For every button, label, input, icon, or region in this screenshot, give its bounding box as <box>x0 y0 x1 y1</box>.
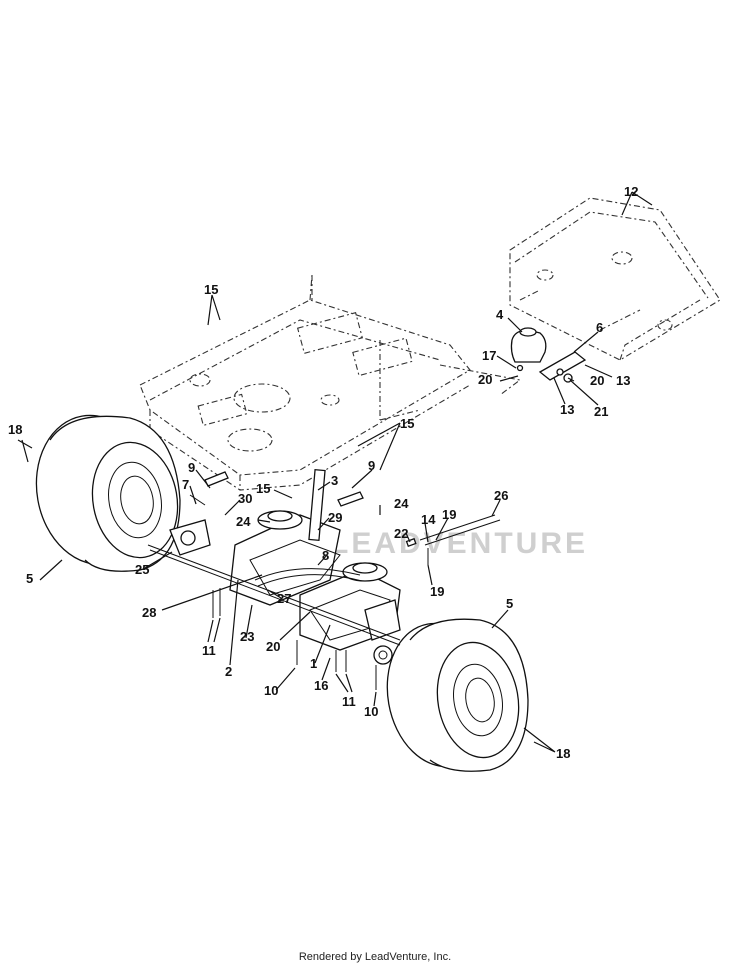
callout-19-bottom: 19 <box>430 584 444 599</box>
callout-6: 6 <box>596 320 603 335</box>
callout-17: 17 <box>482 348 496 363</box>
callout-9-right: 9 <box>368 458 375 473</box>
leader-lines <box>17 191 653 753</box>
callout-10-left: 10 <box>264 683 278 698</box>
callout-4: 4 <box>496 307 504 322</box>
callout-2: 2 <box>225 664 232 679</box>
callout-26: 26 <box>494 488 508 503</box>
callout-11-right: 11 <box>342 694 356 709</box>
callout-10-right: 10 <box>364 704 378 719</box>
callout-28: 28 <box>142 605 156 620</box>
callout-labels: 12 15 4 6 17 20 20 13 13 21 18 15 9 9 3 … <box>8 184 638 761</box>
callout-16: 16 <box>314 678 328 693</box>
left-rear-tire <box>35 414 181 572</box>
callout-18-left: 18 <box>8 422 22 437</box>
callout-24-left: 24 <box>236 514 251 529</box>
callout-7: 7 <box>182 477 189 492</box>
callout-13-right: 13 <box>616 373 630 388</box>
footer-credit: Rendered by LeadVenture, Inc. <box>298 951 452 963</box>
callout-23: 23 <box>240 629 254 644</box>
callout-15-top: 15 <box>204 282 218 297</box>
callout-21: 21 <box>594 404 608 419</box>
callout-30: 30 <box>238 491 252 506</box>
watermark-text: LEADVENTURE <box>330 527 588 560</box>
callout-24-right: 24 <box>394 496 409 511</box>
callout-9-left: 9 <box>188 460 195 475</box>
transaxle-assembly <box>147 468 501 690</box>
callout-5-left: 5 <box>26 571 33 586</box>
rear-fender-panel <box>509 197 721 361</box>
frame-chassis <box>139 274 522 491</box>
callout-27: 27 <box>277 591 291 606</box>
callout-5-right: 5 <box>506 596 513 611</box>
callout-25: 25 <box>135 562 149 577</box>
callout-13-bottom: 13 <box>560 402 574 417</box>
callout-20-bottom: 20 <box>266 639 280 654</box>
callout-22: 22 <box>394 526 408 541</box>
callout-1: 1 <box>310 656 317 671</box>
callout-8: 8 <box>322 548 329 563</box>
callout-14: 14 <box>421 512 436 527</box>
callout-15-mid: 15 <box>256 481 270 496</box>
callout-29: 29 <box>328 510 342 525</box>
callout-20-left: 20 <box>478 372 492 387</box>
callout-20-right: 20 <box>590 373 604 388</box>
callout-3: 3 <box>331 473 338 488</box>
reservoir-assembly <box>510 327 587 383</box>
callout-12: 12 <box>624 184 638 199</box>
right-rear-tire <box>386 618 529 772</box>
callout-19-top: 19 <box>442 507 456 522</box>
callout-15-right: 15 <box>400 416 414 431</box>
callout-11-left: 11 <box>202 643 216 658</box>
callout-18-right: 18 <box>556 746 570 761</box>
